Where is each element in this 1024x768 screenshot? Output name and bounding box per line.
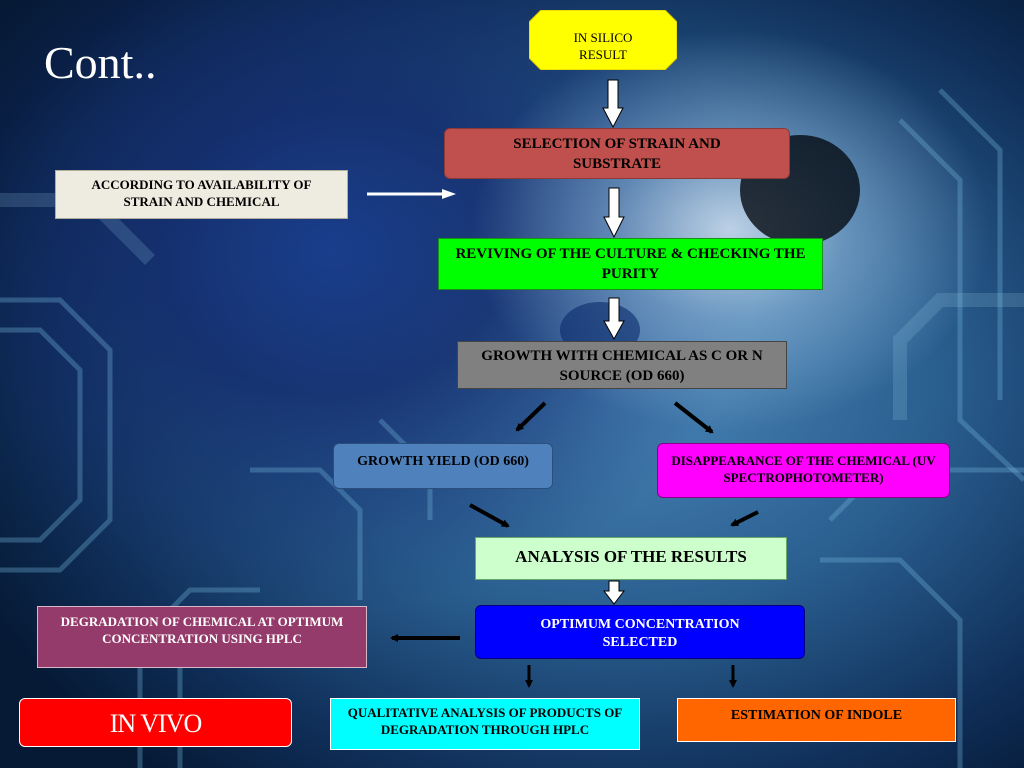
disappearance-label: DISAPPEARANCE OF THE CHEMICAL (UV SPECTR… bbox=[671, 453, 936, 485]
qualitative-label: QUALITATIVE ANALYSIS OF PRODUCTS OF DEGR… bbox=[347, 705, 623, 737]
in-vivo-label: IN VIVO bbox=[109, 709, 202, 738]
growth-chemical-label: GROWTH WITH CHEMICAL AS C OR N SOURCE (O… bbox=[481, 348, 763, 384]
analysis-node: ANALYSIS OF THE RESULTS bbox=[475, 537, 787, 580]
in-silico-node-shape bbox=[529, 10, 677, 70]
growth-chemical-node: GROWTH WITH CHEMICAL AS C OR N SOURCE (O… bbox=[457, 341, 787, 389]
arrow-analysis-to-optimum bbox=[602, 580, 626, 605]
analysis-label: ANALYSIS OF THE RESULTS bbox=[515, 547, 747, 566]
slide-title: Cont.. bbox=[44, 37, 157, 88]
optimum-node: OPTIMUM CONCENTRATION SELECTED bbox=[475, 605, 805, 659]
degradation-node: DEGRADATION OF CHEMICAL AT OPTIMUM CONCE… bbox=[37, 606, 367, 668]
in-silico-node: IN SILICO RESULT bbox=[529, 10, 677, 70]
indole-node: ESTIMATION OF INDOLE bbox=[677, 698, 956, 742]
optimum-label: OPTIMUM CONCENTRATION SELECTED bbox=[540, 617, 740, 651]
arrow-according-head bbox=[442, 189, 456, 199]
indole-label: ESTIMATION OF INDOLE bbox=[730, 708, 903, 723]
arrow-insilico-to-selection bbox=[602, 79, 624, 129]
arrow-selection-to-reviving bbox=[603, 187, 625, 239]
arrow-growth-to-yield bbox=[515, 401, 547, 432]
disappearance-node: DISAPPEARANCE OF THE CHEMICAL (UV SPECTR… bbox=[657, 443, 950, 498]
in-silico-label: IN SILICO RESULT bbox=[573, 30, 633, 62]
according-label: ACCORDING TO AVAILABILITY OF STRAIN AND … bbox=[91, 177, 312, 209]
reviving-label: REVIVING OF THE CULTURE & CHECKING THE P… bbox=[455, 246, 806, 282]
growth-yield-node: GROWTH YIELD (OD 660) bbox=[333, 443, 553, 489]
growth-yield-label: GROWTH YIELD (OD 660) bbox=[357, 454, 529, 469]
qualitative-node: QUALITATIVE ANALYSIS OF PRODUCTS OF DEGR… bbox=[330, 698, 640, 750]
arrow-yield-to-analysis bbox=[469, 503, 510, 528]
degradation-label: DEGRADATION OF CHEMICAL AT OPTIMUM CONCE… bbox=[60, 614, 344, 646]
arrow-disappearance-to-analysis bbox=[730, 510, 759, 527]
selection-node: SELECTION OF STRAIN AND SUBSTRATE bbox=[444, 128, 790, 179]
arrow-reviving-to-growth bbox=[603, 297, 625, 341]
in-vivo-node: IN VIVO bbox=[19, 698, 292, 747]
according-node: ACCORDING TO AVAILABILITY OF STRAIN AND … bbox=[55, 170, 348, 219]
arrow-growth-to-disappearance bbox=[673, 401, 714, 434]
selection-label: SELECTION OF STRAIN AND SUBSTRATE bbox=[513, 136, 721, 172]
reviving-node: REVIVING OF THE CULTURE & CHECKING THE P… bbox=[438, 238, 823, 290]
